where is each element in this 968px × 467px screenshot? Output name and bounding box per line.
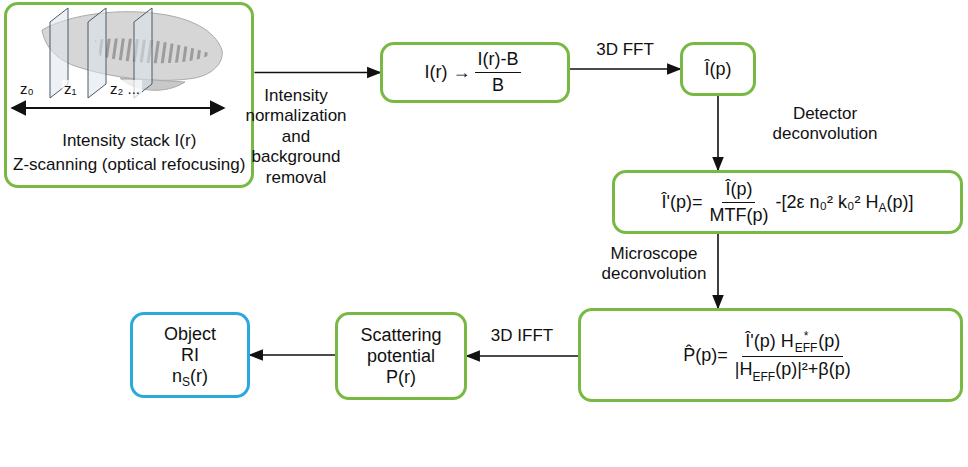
process-box: Î(p): [680, 42, 756, 96]
subscript: S: [182, 375, 190, 389]
formula-text: (p): [818, 331, 840, 351]
superscript: *: [795, 330, 818, 342]
denominator: MTF(p): [706, 203, 771, 226]
formula-text: (p)]: [886, 192, 913, 213]
sup-sub: *EFF: [795, 330, 818, 354]
flow-arrow: [717, 234, 719, 308]
step-label: Detector deconvolution: [760, 104, 890, 145]
formula: Î'(p)=Î(p)MTF(p)-[2ε n₀² k₀² HA(p)]: [662, 179, 914, 226]
formula-text: Î(p): [705, 59, 732, 80]
subscript: EFF: [795, 342, 818, 354]
numerator: Î'(p) H*EFF(p): [742, 330, 843, 357]
stack-caption: Z-scanning (optical refocusing): [13, 155, 245, 175]
formula-text: |H: [735, 359, 753, 379]
flow-arrow: [250, 354, 335, 356]
formula: nS(r): [172, 366, 208, 387]
fish-body: [42, 12, 222, 81]
step-label: Microscope deconvolution: [600, 244, 708, 285]
stack-title: Intensity stack I(r): [62, 131, 196, 151]
numerator: Î(p): [722, 179, 755, 203]
node-text: Object RI: [155, 324, 225, 366]
flow-arrow: [570, 68, 680, 70]
scan-arrow: [12, 107, 224, 109]
fraction: I(r)-BB: [475, 49, 522, 96]
formula-text: n: [172, 366, 182, 387]
process-box: I(r) →I(r)-BB: [380, 42, 570, 103]
focal-planes: [50, 8, 152, 98]
plane-label: z₀: [18, 80, 36, 98]
fraction: Î'(p) H*EFF(p)|HEFF(p)|²+β(p): [732, 330, 854, 380]
formula-text: P̂(p)=: [683, 345, 728, 366]
step-label: Intensity normalization and background r…: [236, 86, 356, 188]
step-label: 3D FFT: [585, 40, 665, 60]
flow-arrow: [467, 355, 578, 357]
formula-text: Î'(p) H: [745, 331, 793, 351]
formula-text: (r): [190, 366, 208, 387]
fraction: Î(p)MTF(p): [706, 179, 771, 226]
process-box: P̂(p)=Î'(p) H*EFF(p)|HEFF(p)|²+β(p): [578, 308, 963, 402]
flow-arrow: [254, 72, 380, 74]
plane-label: z₁: [62, 80, 79, 98]
subscript: A: [878, 201, 886, 215]
formula-text: Î'(p)=: [662, 192, 703, 213]
formula-text: -[2ε n₀² k₀² H: [775, 192, 878, 213]
plane-label: z₂ ...: [108, 80, 142, 98]
fish-stripes: [95, 39, 212, 64]
node-text: P(r): [386, 367, 416, 388]
flow-arrow: [717, 96, 719, 170]
node-text: Scattering potential: [351, 325, 451, 367]
process-box: Scattering potentialP(r): [335, 312, 467, 400]
formula-text: I(r) →: [425, 62, 471, 83]
denominator: |HEFF(p)|²+β(p): [732, 357, 854, 380]
formula-text: (p)|²+β(p): [775, 359, 851, 379]
subscript: EFF: [753, 370, 776, 384]
process-box: Î'(p)=Î(p)MTF(p)-[2ε n₀² k₀² HA(p)]: [612, 170, 963, 234]
numerator: I(r)-B: [475, 49, 522, 73]
denominator: B: [489, 73, 507, 96]
process-box: Object RInS(r): [130, 312, 250, 398]
formula: P̂(p)=Î'(p) H*EFF(p)|HEFF(p)|²+β(p): [683, 330, 857, 380]
formula: I(r) →I(r)-BB: [425, 49, 526, 96]
step-label: 3D IFFT: [470, 326, 574, 346]
